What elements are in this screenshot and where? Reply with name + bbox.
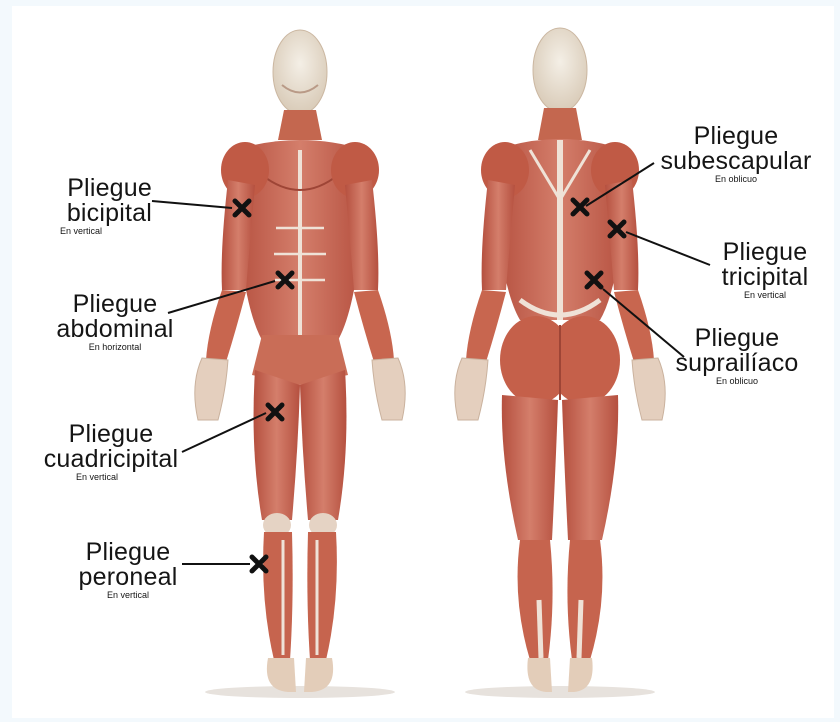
label-abdominal-name: abdominal (40, 317, 190, 342)
label-peroneal-title: Pliegue (68, 540, 188, 565)
x-marker-tricipital-icon (606, 218, 628, 240)
label-subescapular-title: Pliegue (656, 124, 816, 149)
label-peroneal-note: En vertical (68, 591, 188, 600)
label-bicipital-title: Pliegue (40, 176, 152, 201)
label-tricipital-title: Pliegue (710, 240, 820, 265)
x-marker-cuadricipital-icon (264, 401, 286, 423)
label-tricipital-note: En vertical (710, 291, 820, 300)
x-marker-suprailiaco-icon (583, 269, 605, 291)
label-cuadricipital-title: Pliegue (36, 422, 186, 447)
front-view-body (195, 30, 405, 698)
leader-line-bicipital (152, 201, 232, 208)
x-marker-abdominal-icon (274, 269, 296, 291)
label-peroneal: Pliegue peroneal En vertical (68, 540, 188, 600)
label-abdominal-title: Pliegue (40, 292, 190, 317)
x-marker-bicipital-icon (231, 197, 253, 219)
label-cuadricipital-note: En vertical (36, 473, 186, 482)
label-abdominal: Pliegue abdominal En horizontal (40, 292, 190, 352)
label-suprailiaco-note: En oblicuo (672, 377, 802, 386)
label-tricipital: Pliegue tricipital En vertical (710, 240, 820, 300)
leader-line-tricipital (626, 232, 710, 265)
label-subescapular-name: subescapular (656, 149, 816, 174)
back-view-body (455, 28, 665, 698)
label-abdominal-note: En horizontal (40, 343, 190, 352)
leader-line-cuadricipital (182, 413, 266, 452)
x-marker-peroneal-icon (248, 553, 270, 575)
x-marker-subescapular-icon (569, 196, 591, 218)
label-tricipital-name: tricipital (710, 265, 820, 290)
label-cuadricipital-name: cuadricipital (36, 447, 186, 472)
label-bicipital: Pliegue bicipital En vertical (40, 176, 152, 236)
label-suprailiaco-name: suprailíaco (672, 351, 802, 376)
label-suprailiaco-title: Pliegue (672, 326, 802, 351)
label-suprailiaco: Pliegue suprailíaco En oblicuo (672, 326, 802, 386)
label-subescapular-note: En oblicuo (656, 175, 816, 184)
label-bicipital-note: En vertical (40, 227, 152, 236)
label-subescapular: Pliegue subescapular En oblicuo (656, 124, 816, 184)
label-cuadricipital: Pliegue cuadricipital En vertical (36, 422, 186, 482)
label-peroneal-name: peroneal (68, 565, 188, 590)
label-bicipital-name: bicipital (40, 201, 152, 226)
